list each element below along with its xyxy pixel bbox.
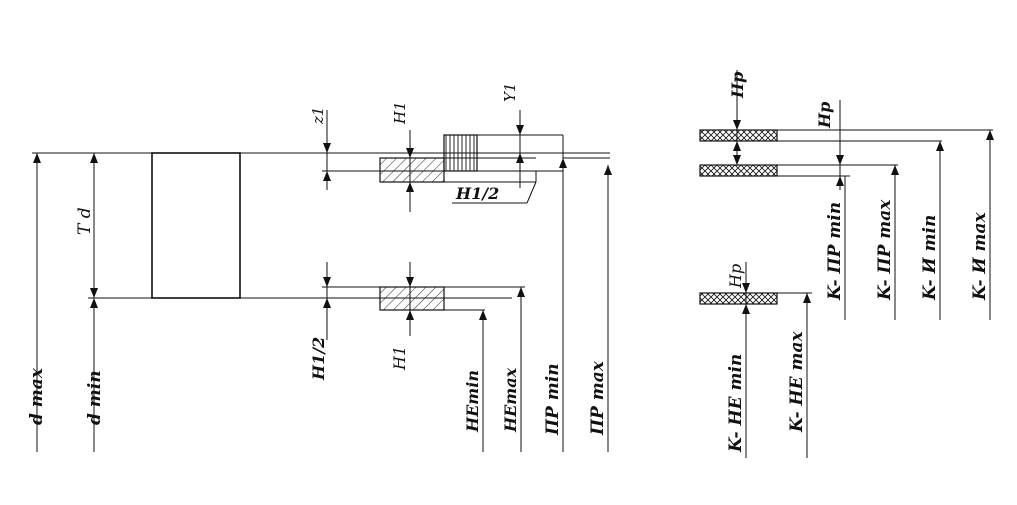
h1-low-arrow-a	[406, 277, 414, 287]
label-h1-low: H1	[390, 346, 409, 371]
label-k-i-min: K- И min	[920, 215, 940, 301]
h1-top-arrow-b	[406, 182, 414, 192]
not-go-gauge-zone	[379, 286, 445, 311]
y1-arrow-top	[516, 125, 524, 135]
label-h1-half-low: H1/2	[309, 337, 328, 381]
label-k-pr-max: K- ПР max	[875, 199, 895, 301]
td-arrow-bottom	[90, 288, 98, 298]
label-td: T d	[75, 207, 95, 235]
h1half-low-arrow-a	[323, 277, 331, 287]
label-hp-right: Hp	[815, 102, 834, 129]
label-k-ne-min: K- HE min	[726, 354, 746, 453]
hp-right-arrow-a	[836, 155, 844, 165]
k-not-go-gauge	[699, 292, 778, 305]
k-i-min-arrow	[936, 141, 944, 151]
pr-max-arrow	[604, 165, 612, 175]
label-k-i-max: K- И max	[970, 212, 990, 301]
hp-link-arrow	[733, 155, 741, 165]
label-hp-low: Hp	[726, 264, 745, 289]
y1-arrow-bottom	[516, 153, 524, 163]
h1half-mid-leader	[526, 181, 537, 204]
label-d-min: d min	[85, 370, 105, 425]
label-ne-min: HEmin	[463, 370, 482, 433]
wear-limit-zone	[443, 134, 478, 172]
h1-low-arrow-b	[406, 310, 414, 320]
z1-arrow-top	[323, 143, 331, 153]
z1-arrow-bottom	[323, 171, 331, 181]
label-pr-max: ПР max	[588, 360, 608, 436]
dmax-arrow	[33, 153, 41, 163]
label-h1-top: H1	[391, 101, 409, 125]
ne-min-arrow	[479, 310, 487, 320]
h1half-low-arrow-b	[323, 298, 331, 308]
k-pr-max-arrow	[891, 165, 899, 175]
hp-top-arrow-a	[733, 120, 741, 130]
h1-top-arrow-a	[406, 148, 414, 158]
k-go-gauge	[699, 164, 778, 177]
go-gauge-zone	[379, 157, 445, 183]
label-k-pr-min: K- ПР min	[825, 202, 845, 301]
hp-low-arrow-a	[742, 283, 750, 293]
hp-right-arrow-b	[836, 176, 844, 186]
td-arrow-top	[90, 153, 98, 163]
k-wear-gauge	[699, 129, 778, 142]
label-k-ne-max: K- HE max	[787, 331, 807, 433]
label-h1-half-mid: H1/2	[455, 184, 499, 203]
label-y1: Y1	[501, 83, 519, 102]
k-ne-max-arrow	[803, 293, 811, 303]
label-ne-max: HEmax	[501, 367, 520, 433]
dmin-arrow	[90, 298, 98, 308]
label-pr-min: ПР min	[543, 363, 563, 436]
ne-max-arrow	[517, 287, 525, 297]
k-i-max-arrow	[986, 130, 994, 140]
part-tolerance-zone	[151, 152, 241, 299]
pr-min-arrow	[559, 158, 567, 168]
label-hp-top: Hp	[728, 72, 747, 99]
hp-low-arrow-b	[742, 304, 750, 314]
label-d-max: d max	[27, 367, 47, 425]
label-z1: z1	[309, 107, 327, 125]
